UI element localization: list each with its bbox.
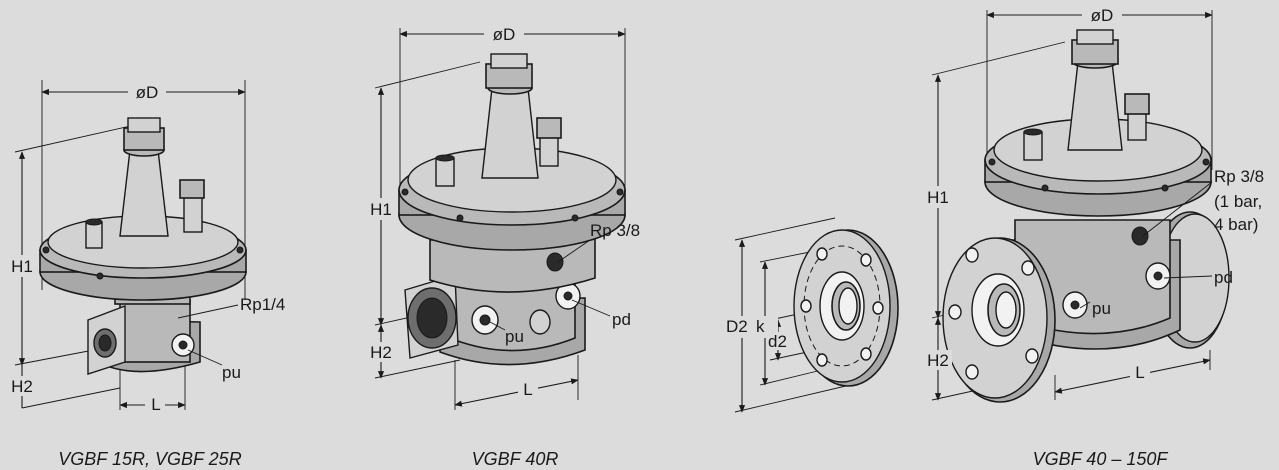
label-l-middle: L: [523, 380, 532, 399]
label-l-left: L: [151, 395, 160, 414]
label-pu-right: pu: [1092, 299, 1111, 318]
label-d2-large: D2: [726, 317, 748, 336]
label-pd-middle: pd: [612, 310, 631, 329]
label-h2-middle: H2: [370, 343, 392, 362]
label-pu-left: pu: [222, 363, 241, 382]
label-od-right: øD: [1091, 6, 1114, 25]
dim-l-middle: [454, 378, 579, 407]
label-pd-right: pd: [1214, 268, 1233, 287]
label-d2-small: d2: [768, 332, 787, 351]
regulator-medium: [374, 28, 626, 410]
flange: [734, 217, 899, 413]
caption-left: VGBF 15R, VGBF 25R: [58, 449, 241, 469]
label-h1-middle: H1: [370, 200, 392, 219]
regulator-flanged: [931, 10, 1230, 403]
label-rp14: Rp1/4: [240, 295, 285, 314]
label-h2-right: H2: [927, 351, 949, 370]
label-k: k: [756, 317, 765, 336]
regulator-small: [14, 80, 247, 410]
label-rp38-right: Rp 3/8: [1214, 167, 1264, 186]
caption-right: VGBF 40 – 150F: [1033, 449, 1169, 469]
label-rp38-note-2: 4 bar): [1214, 215, 1258, 234]
label-l-right: L: [1135, 363, 1144, 382]
label-rp38-note-1: (1 bar,: [1214, 192, 1262, 211]
label-pu-middle: pu: [505, 327, 524, 346]
caption-middle: VGBF 40R: [472, 449, 559, 469]
label-h2-left: H2: [11, 377, 33, 396]
label-rp38-middle: Rp 3/8: [590, 221, 640, 240]
label-od-middle: øD: [493, 25, 516, 44]
label-h1-right: H1: [927, 188, 949, 207]
label-od-left: øD: [136, 83, 159, 102]
label-h1-left: H1: [11, 257, 33, 276]
